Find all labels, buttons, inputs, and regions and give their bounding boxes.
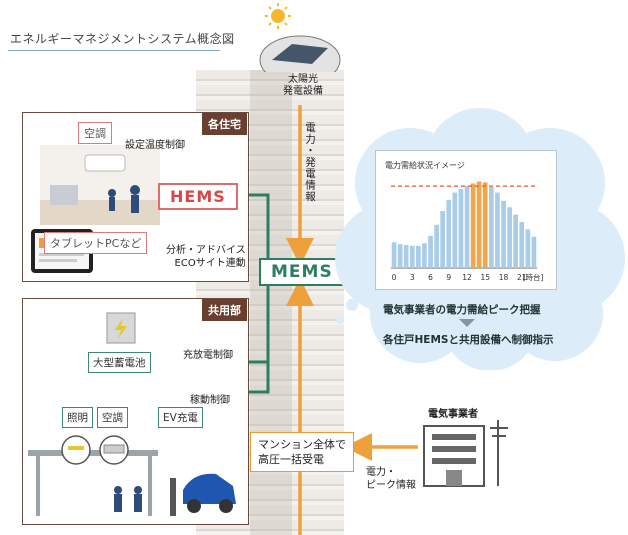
bar	[440, 211, 445, 268]
bar	[422, 243, 427, 268]
demand-chart: 電力需給状況イメージ 0 3 6 9 12 15 18 21[時台]	[385, 160, 544, 282]
title-underline	[8, 50, 220, 51]
utility-info-2: ピーク情報	[366, 480, 416, 491]
down-triangle-icon	[459, 319, 475, 327]
bar	[507, 207, 512, 268]
bar	[452, 192, 458, 268]
bar	[525, 229, 531, 268]
common-aircon-box: 空調	[97, 407, 128, 428]
common-area-illustration	[28, 435, 236, 516]
solar-label-2: 発電設備	[283, 86, 323, 97]
x-tick-label: 9	[446, 273, 451, 282]
cloud-dot	[336, 316, 344, 324]
bar	[416, 245, 421, 268]
aircon-unit-icon	[84, 154, 126, 172]
battery-box: 大型蓄電池	[88, 352, 151, 373]
cloud-text-2: 各住戸HEMSと共用設備へ制御指示	[383, 334, 554, 346]
peak-bar	[482, 182, 488, 268]
bulk-receiving-box: マンション全体で 高圧一括受電	[250, 432, 354, 472]
bar	[531, 236, 537, 268]
bar	[409, 245, 415, 268]
receiving-line-2: 高圧一括受電	[258, 453, 324, 466]
x-tick-label: 3	[410, 273, 415, 282]
bar	[428, 235, 433, 268]
x-tick-label: 12	[462, 273, 472, 282]
bar	[501, 200, 506, 268]
temp-control-label: 設定温度制御	[125, 140, 185, 151]
utility-label: 電気事業者	[428, 409, 478, 420]
solar-label-1: 太陽光	[288, 74, 318, 85]
common-panel-tag: 共用部	[202, 299, 247, 321]
living-room-illustration	[40, 145, 160, 225]
cloud-dot	[346, 299, 358, 311]
page-title: エネルギーマネジメントシステム概念図	[10, 32, 235, 46]
x-tick-label: 21	[517, 273, 527, 282]
bar	[464, 186, 470, 268]
analysis-label-2: ECOサイト連動	[174, 258, 246, 269]
charger-post-icon	[170, 478, 176, 516]
utility-building-icon	[423, 420, 508, 487]
x-tick-label: 0	[392, 273, 397, 282]
solar-illustration	[259, 3, 341, 72]
analysis-label-1: 分析・アドバイス	[166, 245, 246, 256]
x-tick-label: 15	[481, 273, 491, 282]
bar	[495, 192, 500, 268]
bar	[403, 245, 409, 268]
x-tick-label: [時台]	[523, 272, 544, 282]
battery-icon	[106, 312, 136, 344]
sun-icon	[271, 9, 285, 23]
operation-control-label: 稼動制御	[190, 395, 230, 406]
bar	[458, 188, 464, 268]
bar	[446, 199, 452, 268]
lighting-box: 照明	[62, 407, 93, 428]
receiving-line-1: マンション全体で	[258, 438, 346, 451]
house-aircon-box: 空調	[78, 122, 112, 144]
ev-charge-box: EV充電	[158, 407, 203, 428]
chart-title: 電力需給状況イメージ	[385, 160, 465, 170]
peak-bar	[470, 183, 476, 268]
utility-info-1: 電力・	[366, 467, 396, 478]
bar	[391, 242, 397, 268]
x-tick-label: 6	[428, 273, 433, 282]
solar-panel-icon	[272, 44, 328, 64]
power-info-label: 電力・発電情報	[304, 122, 316, 203]
x-tick-label: 18	[499, 273, 509, 282]
bar	[434, 224, 439, 268]
bar	[513, 214, 518, 268]
peak-bar	[476, 181, 482, 268]
bar	[397, 244, 403, 268]
tablet-box: タブレットPCなど	[44, 232, 148, 254]
cloud-text-1: 電気事業者の電力需給ピーク把握	[383, 304, 541, 316]
charge-control-label: 充放電制御	[183, 350, 233, 361]
house-panel-tag: 各住宅	[202, 113, 247, 135]
hems-box: HEMS	[158, 183, 238, 210]
ev-car-icon	[183, 473, 236, 504]
bar	[489, 187, 494, 268]
bar	[519, 222, 525, 268]
mems-box: MEMS	[259, 258, 345, 286]
